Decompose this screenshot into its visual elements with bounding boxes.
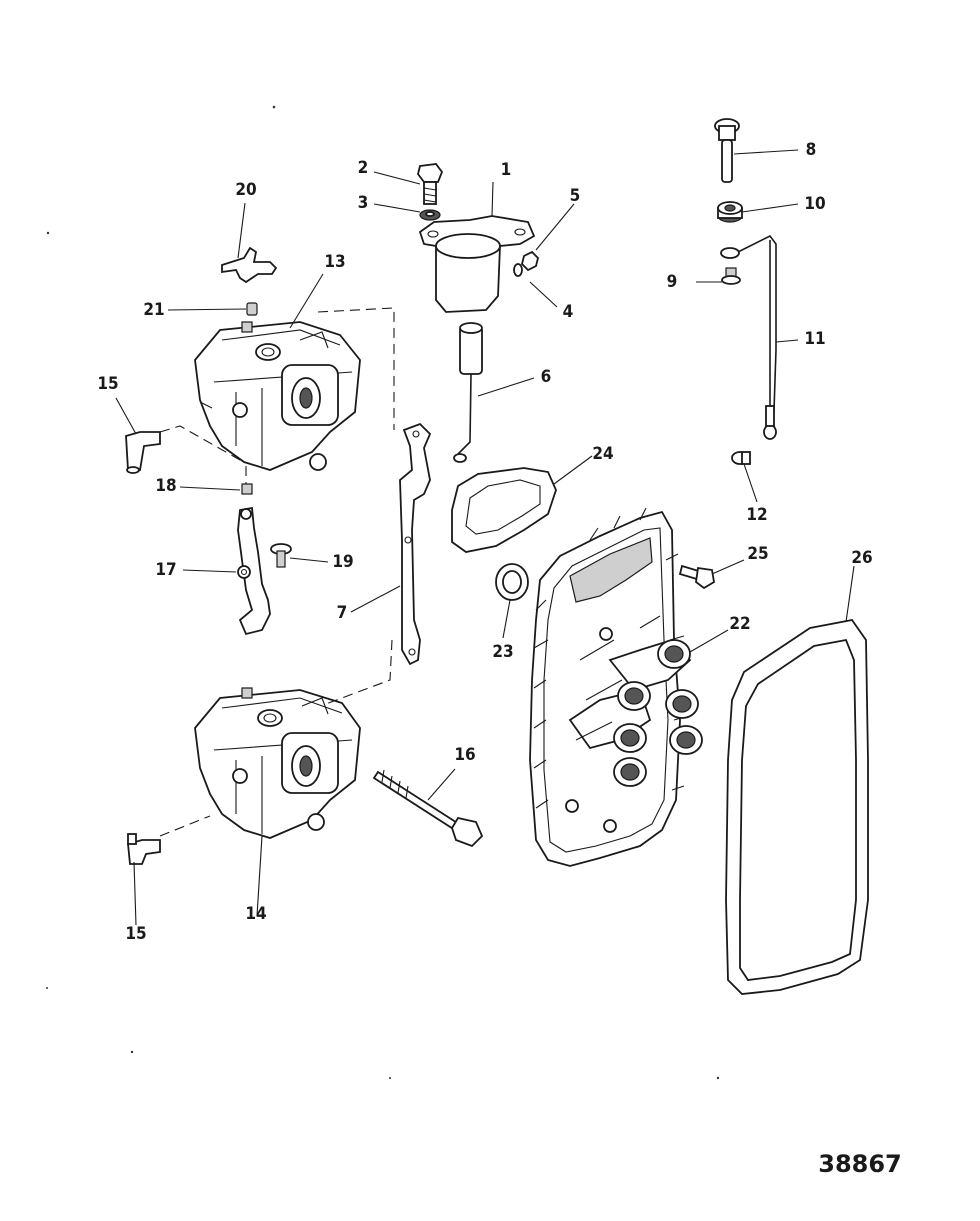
fuel-fitting-upper-part (125, 431, 161, 474)
callout-14: 14 (245, 904, 266, 924)
callout-4: 4 (563, 302, 574, 322)
callout-26: 26 (851, 548, 872, 568)
callout-8: 8 (806, 140, 817, 160)
callout-16: 16 (454, 745, 475, 765)
callout-13: 13 (324, 252, 345, 272)
callout-6: 6 (541, 367, 552, 387)
callout-labels: 1 2 3 4 5 6 7 8 9 10 11 12 13 14 15 15 1… (97, 140, 872, 944)
callout-24: 24 (592, 444, 613, 464)
callout-21: 21 (143, 300, 164, 320)
key-part-18 (241, 483, 253, 495)
bolt-part-25 (678, 564, 715, 590)
callout-9: 9 (667, 272, 678, 292)
upper-carburetor-part (194, 321, 361, 471)
callout-19: 19 (332, 552, 353, 572)
linkage-lever-part (237, 506, 271, 636)
callout-5: 5 (570, 186, 581, 206)
pin-part-8 (714, 118, 740, 183)
callout-25: 25 (747, 544, 768, 564)
link-rod-part (399, 422, 432, 666)
callout-3: 3 (358, 193, 369, 213)
washer-part-4 (513, 263, 523, 277)
bolt-part-2 (417, 163, 444, 205)
throttle-cam-part (221, 246, 278, 284)
callout-20: 20 (235, 180, 256, 200)
callout-22: 22 (729, 614, 750, 634)
callout-10: 10 (804, 194, 825, 214)
callout-2: 2 (358, 158, 369, 178)
screw-part-21 (246, 302, 258, 316)
scan-specks (46, 105, 720, 1080)
plunger-part-6 (453, 322, 483, 463)
seal-ring-part-26 (725, 619, 869, 995)
grommet-part-10 (717, 201, 743, 223)
leader-lines (115, 149, 855, 926)
screw-part-9 (721, 267, 741, 285)
housing-part-1 (418, 215, 536, 313)
washer-part-3 (419, 209, 441, 221)
nut-part-5 (521, 250, 539, 272)
gasket-part-24 (451, 467, 557, 553)
screw-part-12 (731, 451, 751, 465)
ground-wire-part-11 (720, 234, 777, 440)
long-bolt-part (372, 769, 484, 848)
callout-18: 18 (155, 476, 176, 496)
callout-12: 12 (746, 505, 767, 525)
callout-11: 11 (804, 329, 825, 349)
callout-15-upper: 15 (97, 374, 118, 394)
callout-7: 7 (337, 603, 348, 623)
screw-washer-part-19 (270, 543, 292, 568)
lower-carburetor-part (194, 687, 361, 839)
callout-1: 1 (501, 160, 512, 180)
intake-manifold-part (529, 507, 703, 867)
seal-part-23 (495, 563, 529, 601)
assembly-dashed-lines (159, 307, 395, 837)
callout-23: 23 (492, 642, 513, 662)
drawing-number: 38867 (818, 1150, 902, 1178)
callout-17: 17 (155, 560, 176, 580)
fuel-fitting-lower-part (127, 833, 161, 865)
callout-15-lower: 15 (125, 924, 146, 944)
